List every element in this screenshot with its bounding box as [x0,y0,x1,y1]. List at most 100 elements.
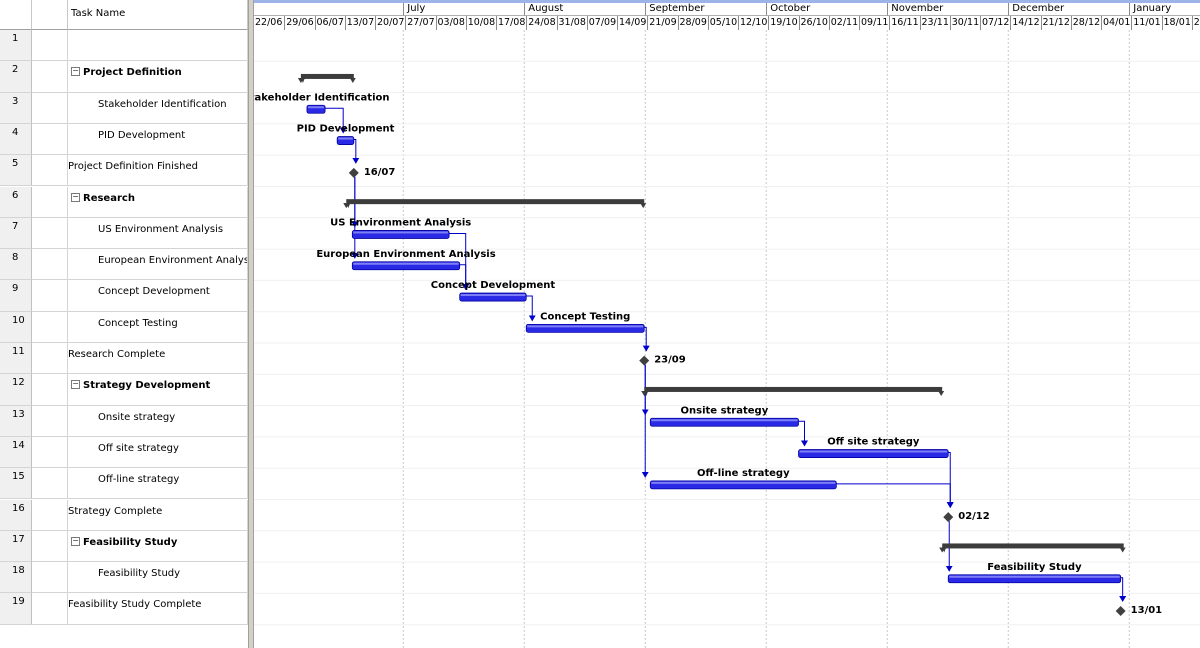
row-indicator-cell[interactable] [32,499,68,531]
table-row[interactable]: 19 Feasibility Study Complete [0,593,248,625]
header-indicators[interactable]: i [32,0,80,30]
timescale-week[interactable]: 30/11 [949,16,980,30]
row-task-name-cell[interactable]: −Feasibility Study [68,530,248,563]
row-id-cell[interactable]: 8 [0,249,32,281]
timescale-week[interactable]: 09/11 [859,16,889,30]
header-task-name[interactable]: Task Name [68,0,248,30]
table-row[interactable]: 13 Onsite strategy [0,405,248,437]
collapse-minus-icon[interactable]: − [71,379,80,390]
row-indicator-cell[interactable] [32,374,68,406]
row-indicator-cell[interactable] [32,61,68,93]
timescale-week[interactable]: 06/07 [314,16,345,30]
pane-splitter[interactable] [248,0,254,648]
row-id-cell[interactable]: 7 [0,217,32,250]
timescale-week[interactable]: 24/08 [526,16,556,30]
row-id-cell[interactable]: 10 [0,311,32,343]
row-indicator-cell[interactable] [32,123,68,156]
row-id-cell[interactable]: 6 [0,186,32,218]
timescale-month[interactable]: September [645,3,767,16]
timescale-week[interactable]: 29/06 [284,16,314,30]
row-task-name-cell[interactable]: Feasibility Study [68,562,248,594]
row-id-cell[interactable]: 13 [0,405,32,437]
row-task-name-cell[interactable]: Research Complete [68,343,248,375]
table-row[interactable]: 18 Feasibility Study [0,562,248,594]
row-id-cell[interactable]: 12 [0,374,32,406]
timescale-week[interactable]: 26/10 [798,16,829,30]
timescale-month[interactable]: December [1008,3,1130,16]
row-task-name-cell[interactable]: European Environment Analysis [68,249,248,281]
row-id-cell[interactable]: 15 [0,468,32,500]
header-id[interactable] [0,0,32,30]
row-indicator-cell[interactable] [32,186,68,218]
row-id-cell[interactable]: 16 [0,499,32,531]
timescale-week[interactable]: 17/08 [496,16,526,30]
timescale-month[interactable]: January [1129,3,1200,16]
timescale-week[interactable]: 12/10 [738,16,768,30]
row-task-name-cell[interactable]: Project Definition Finished [68,155,248,187]
table-row[interactable]: 12 −Strategy Development [0,374,248,406]
timescale-week[interactable]: 03/08 [435,16,466,30]
row-id-cell[interactable]: 5 [0,155,32,187]
timescale-week[interactable]: 11/01 [1131,16,1161,30]
row-indicator-cell[interactable] [32,593,68,625]
timescale-week[interactable]: 28/09 [677,16,708,30]
row-id-cell[interactable]: 4 [0,123,32,156]
row-id-cell[interactable]: 19 [0,593,32,625]
timescale-week[interactable]: 13/07 [344,16,375,30]
row-task-name-cell[interactable] [68,30,248,62]
table-row[interactable]: 6 −Research [0,186,248,218]
collapse-minus-icon[interactable]: − [71,191,80,202]
row-task-name-cell[interactable]: Off site strategy [68,436,248,469]
timescale-week[interactable]: 14/12 [1010,16,1040,30]
row-indicator-cell[interactable] [32,92,68,124]
timescale-week[interactable]: 28/12 [1070,16,1101,30]
timescale-week[interactable]: 20/07 [375,16,405,30]
row-task-name-cell[interactable]: Concept Testing [68,311,248,343]
row-task-name-cell[interactable]: Onsite strategy [68,405,248,437]
row-id-cell[interactable]: 17 [0,530,32,563]
row-id-cell[interactable]: 2 [0,61,32,93]
table-row[interactable]: 5 Project Definition Finished [0,155,248,187]
timescale-week[interactable]: 21/09 [647,16,677,30]
row-indicator-cell[interactable] [32,405,68,437]
row-task-name-cell[interactable]: Feasibility Study Complete [68,593,248,625]
row-task-name-cell[interactable]: Stakeholder Identification [68,92,248,124]
table-row[interactable]: 16 Strategy Complete [0,499,248,531]
row-task-name-cell[interactable]: −Project Definition [68,61,248,93]
table-row[interactable]: 10 Concept Testing [0,311,248,343]
row-indicator-cell[interactable] [32,530,68,563]
row-indicator-cell[interactable] [32,311,68,343]
timescale-week[interactable]: 10/08 [465,16,496,30]
row-task-name-cell[interactable]: −Strategy Development [68,374,248,406]
timescale-week[interactable]: 21/12 [1040,16,1071,30]
timescale-month[interactable]: July [403,3,525,16]
row-task-name-cell[interactable]: PID Development [68,123,248,156]
timescale-week[interactable]: 05/10 [707,16,738,30]
row-indicator-cell[interactable] [32,343,68,375]
table-row[interactable]: 1 [0,30,248,62]
table-row[interactable]: 8 European Environment Analysis [0,249,248,281]
timescale-week[interactable]: 07/09 [586,16,617,30]
timescale-week[interactable]: 31/08 [556,16,587,30]
table-row[interactable]: 15 Off-line strategy [0,468,248,500]
row-task-name-cell[interactable]: −Research [68,186,248,218]
timescale-week[interactable]: 19/10 [768,16,798,30]
row-id-cell[interactable]: 11 [0,343,32,375]
row-task-name-cell[interactable]: Strategy Complete [68,499,248,531]
row-indicator-cell[interactable] [32,280,68,312]
timescale-week[interactable]: 16/11 [889,16,919,30]
row-task-name-cell[interactable]: Off-line strategy [68,468,248,500]
row-id-cell[interactable]: 9 [0,280,32,312]
timescale-week[interactable]: 2 [1191,16,1200,30]
timescale-week[interactable]: 18/01 [1161,16,1192,30]
row-indicator-cell[interactable] [32,562,68,594]
table-row[interactable]: 4 PID Development [0,123,248,156]
collapse-minus-icon[interactable]: − [71,535,80,546]
timescale-week[interactable]: 04/01 [1101,16,1131,30]
row-id-cell[interactable]: 18 [0,562,32,594]
row-indicator-cell[interactable] [32,217,68,250]
timescale-month[interactable]: August [524,3,646,16]
timescale-week[interactable]: 07/12 [980,16,1010,30]
